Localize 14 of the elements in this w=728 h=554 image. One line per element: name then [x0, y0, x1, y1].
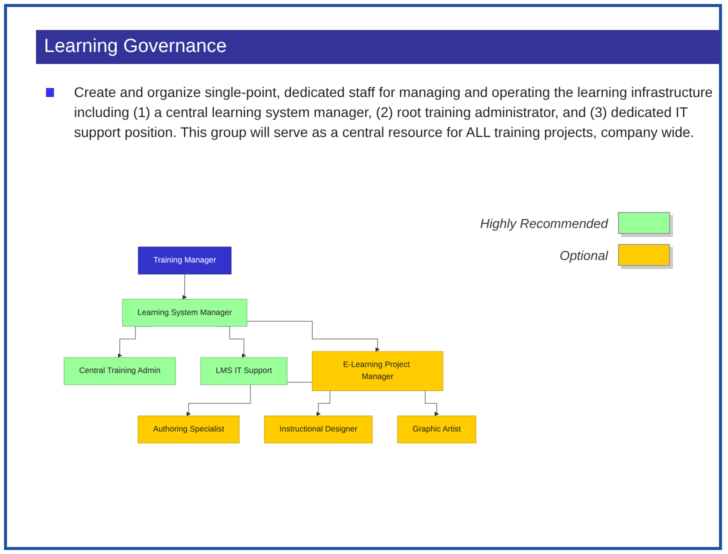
title-bar: Learning Governance — [36, 30, 720, 64]
node-box: Central Training Admin — [64, 357, 176, 385]
bullet-text: Create and organize single-point, dedicated staff for managing and operating the learning infrastructure including (1) a central learning system manager, (2) root training administrator, and (3) dedicated IT support position. This group will serve as a central resource for ALL training projects, company wide. — [74, 83, 714, 142]
node-box: Authoring Specialist — [138, 416, 240, 444]
node-box: Learning System Manager — [122, 299, 248, 327]
node-box: LMS IT Support — [200, 357, 288, 385]
node-box: Graphic Artist — [397, 416, 476, 444]
node-box: E-Learning Project Manager — [312, 351, 444, 391]
node-box: Training Manager — [138, 246, 232, 274]
arrow — [246, 321, 380, 352]
node-box: Instructional Designer — [264, 416, 373, 444]
legend-label: Optional — [560, 248, 608, 262]
legend-label: Highly Recommended — [480, 216, 608, 230]
arrow — [182, 274, 187, 300]
